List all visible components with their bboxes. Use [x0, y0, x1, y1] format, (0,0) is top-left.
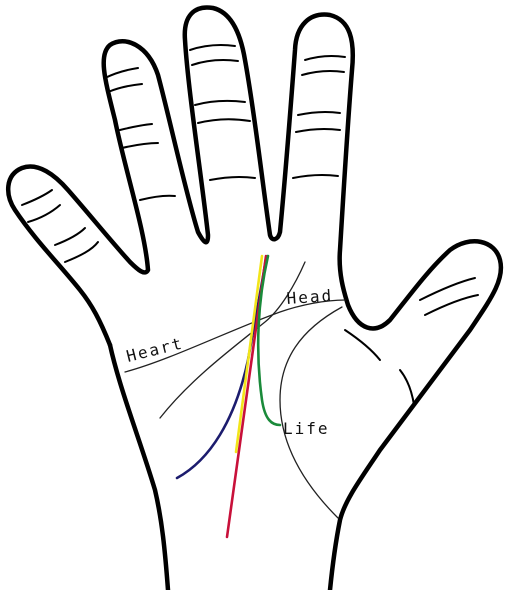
- navy-line: [177, 258, 266, 478]
- life-label: Life: [283, 419, 330, 438]
- wrist-left-edge: [110, 345, 168, 590]
- life-line: [280, 307, 342, 518]
- heart-label: Heart: [124, 333, 185, 366]
- head-label: Head: [286, 286, 334, 308]
- hand-outline: [8, 7, 501, 590]
- heart-line: [125, 300, 345, 372]
